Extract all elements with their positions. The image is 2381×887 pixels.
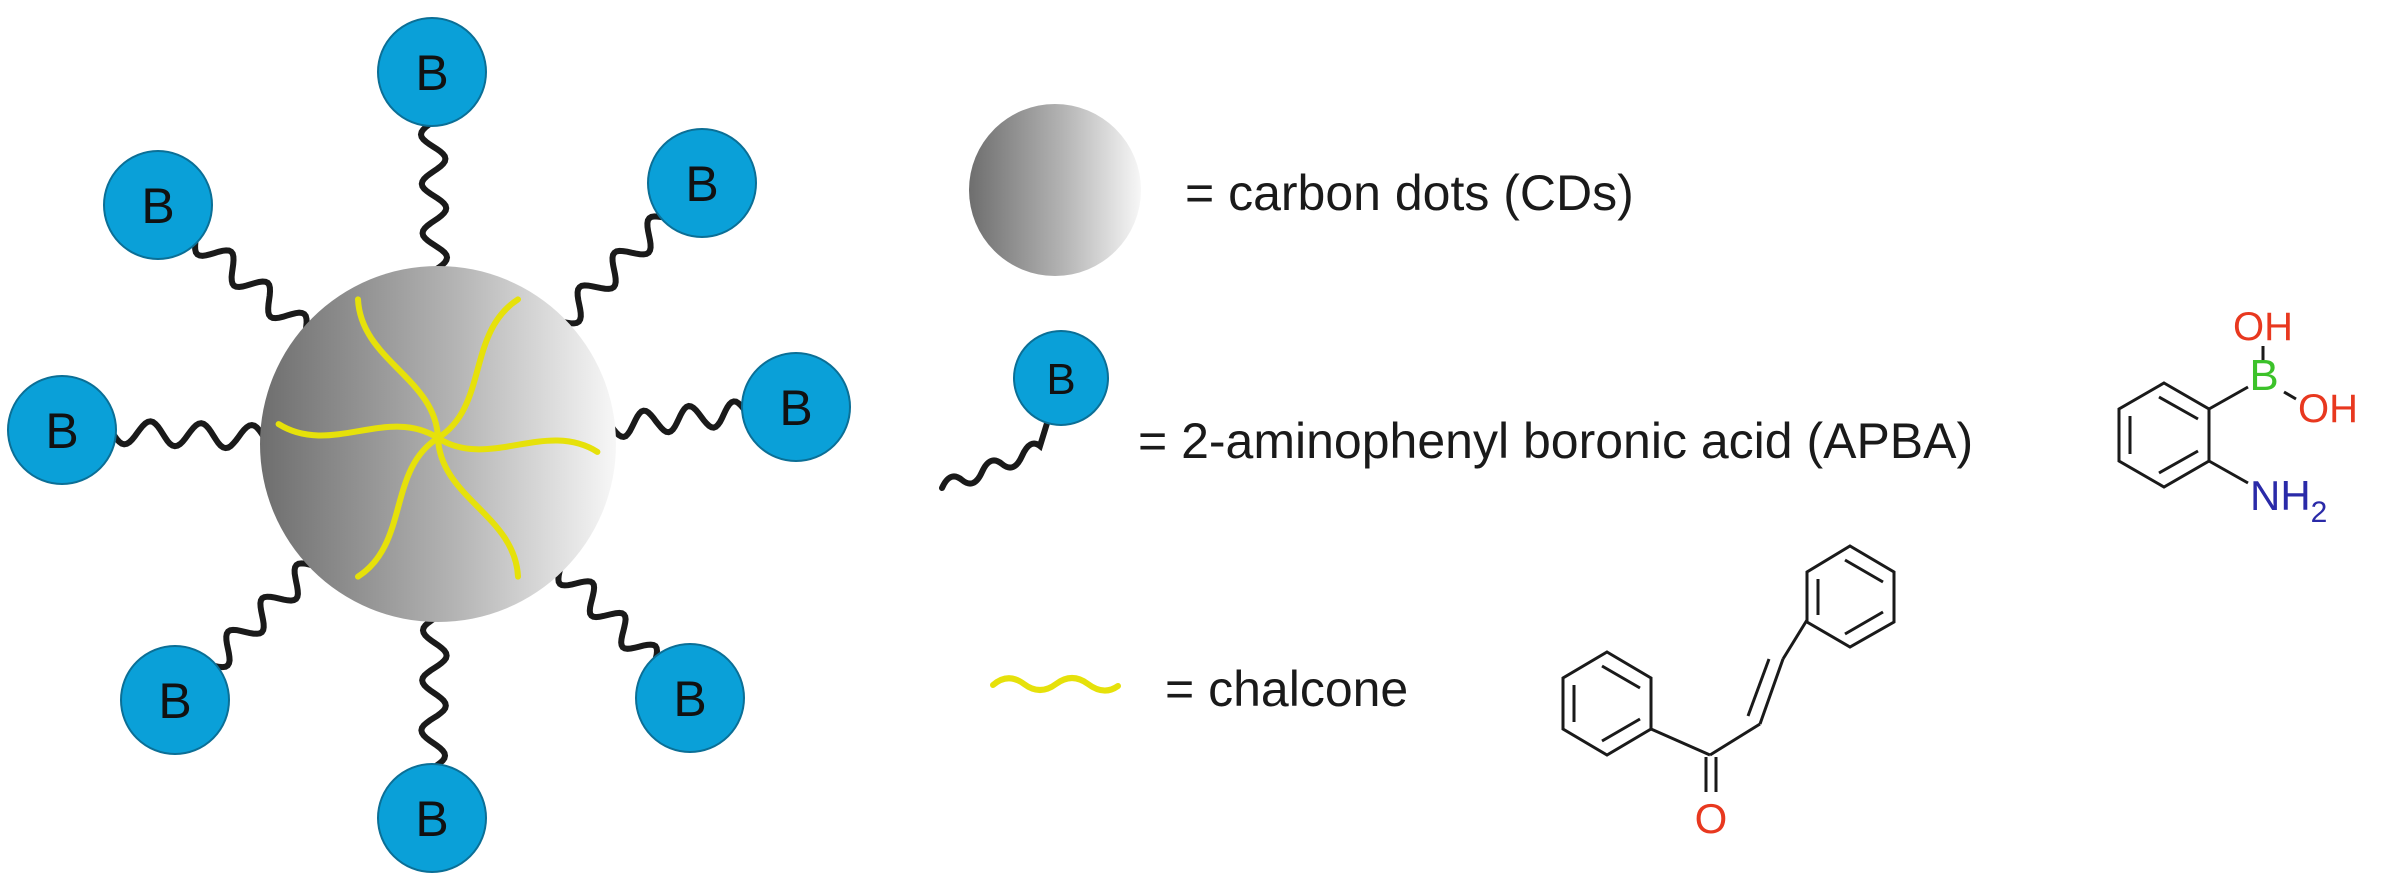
chalcone-strand-1 [355,296,441,441]
apba-oh-right: OH [2298,387,2358,431]
linker-chain-1 [417,119,451,273]
apba-b-oh-right-bond [2283,390,2297,401]
apba-bead-label: B [415,45,448,101]
legend-apba-bead-icon [1013,330,1109,426]
apba-bead-circle [377,17,487,127]
apba-bead-circle [103,150,213,260]
apba-boron: B [2249,351,2278,400]
apba-bead-5: B [377,763,487,873]
apba-bead-label: B [158,673,191,729]
legend-linker-icon [939,417,1051,491]
apba-bead-circle [647,128,757,238]
apba-bead-circle [635,643,745,753]
apba-bead-2: B [647,128,757,238]
linker-chain-6 [207,560,317,671]
apba-c-b-bond [2208,385,2249,411]
chalcone-right-ring [1805,544,1896,649]
legend-chalcone-icon [990,675,1121,694]
chalcone-c2-bond [1709,722,1761,757]
apba-bead-circle [741,352,851,462]
apba-bead-circle [377,763,487,873]
apba-bead-label: B [685,156,718,212]
chalcone-c1-bond [1650,727,1711,757]
legend: = carbon dots (CDs) B = 2-aminophenyl bo… [939,104,1973,717]
apba-bead-label: B [141,178,174,234]
apba-bead-3: B [741,352,851,462]
legend-carbon-dot-icon [969,104,1141,276]
apba-amine: NH2 [2250,472,2327,529]
apba-amine-subscript: 2 [2311,496,2328,529]
chalcone-c4-bond [1781,619,1809,660]
apba-amine-nh: NH [2250,472,2311,519]
apba-bead-4: B [635,643,745,753]
linker-chains [109,119,750,771]
chalcone-structure [1561,544,1896,792]
chalcone-strand-3 [435,435,601,455]
apba-bead-circle [7,375,117,485]
chalcone-left-ring [1561,650,1653,757]
linker-chain-8 [192,234,310,334]
apba-structure [2117,346,2297,489]
apba-bead-7: B [7,375,117,485]
apba-bead-6: B [120,645,230,755]
chalcone-strand-5 [355,435,441,580]
apba-beads: B B B B B B B B [7,17,851,873]
chalcone-strand-4 [435,435,521,580]
apba-bead-label: B [779,380,812,436]
chalcone-oxygen: O [1695,795,1728,842]
apba-bead-label: B [45,403,78,459]
apba-bead-circle [120,645,230,755]
apba-bead-8: B [103,150,213,260]
legend-chalcone-label: = chalcone [1165,661,1408,717]
nanoparticle-assembly: B B B B B B B B [7,17,851,873]
apba-bead-1: B [377,17,487,127]
linker-chain-4 [555,564,661,666]
legend-bead-symbol: B [1046,355,1075,404]
chalcone-strand-2 [435,296,521,441]
apba-c-n-bond [2208,459,2249,485]
linker-chain-2 [558,213,670,327]
chalcone-alkene-bond [1758,658,1785,725]
legend-carbon-dots-label: = carbon dots (CDs) [1185,165,1634,221]
apba-oh-top: OH [2233,305,2293,349]
linker-chain-5 [418,615,450,771]
apba-bead-label: B [415,791,448,847]
chalcone-alkene-bond-inner [1746,658,1771,717]
legend-apba-label: = 2-aminophenyl boronic acid (APBA) [1138,413,1973,469]
chalcone-strands [275,296,601,580]
linker-chain-7 [109,418,268,452]
linker-chain-3 [608,398,750,440]
chalcone-strand-6 [275,421,441,441]
apba-bead-label: B [673,671,706,727]
